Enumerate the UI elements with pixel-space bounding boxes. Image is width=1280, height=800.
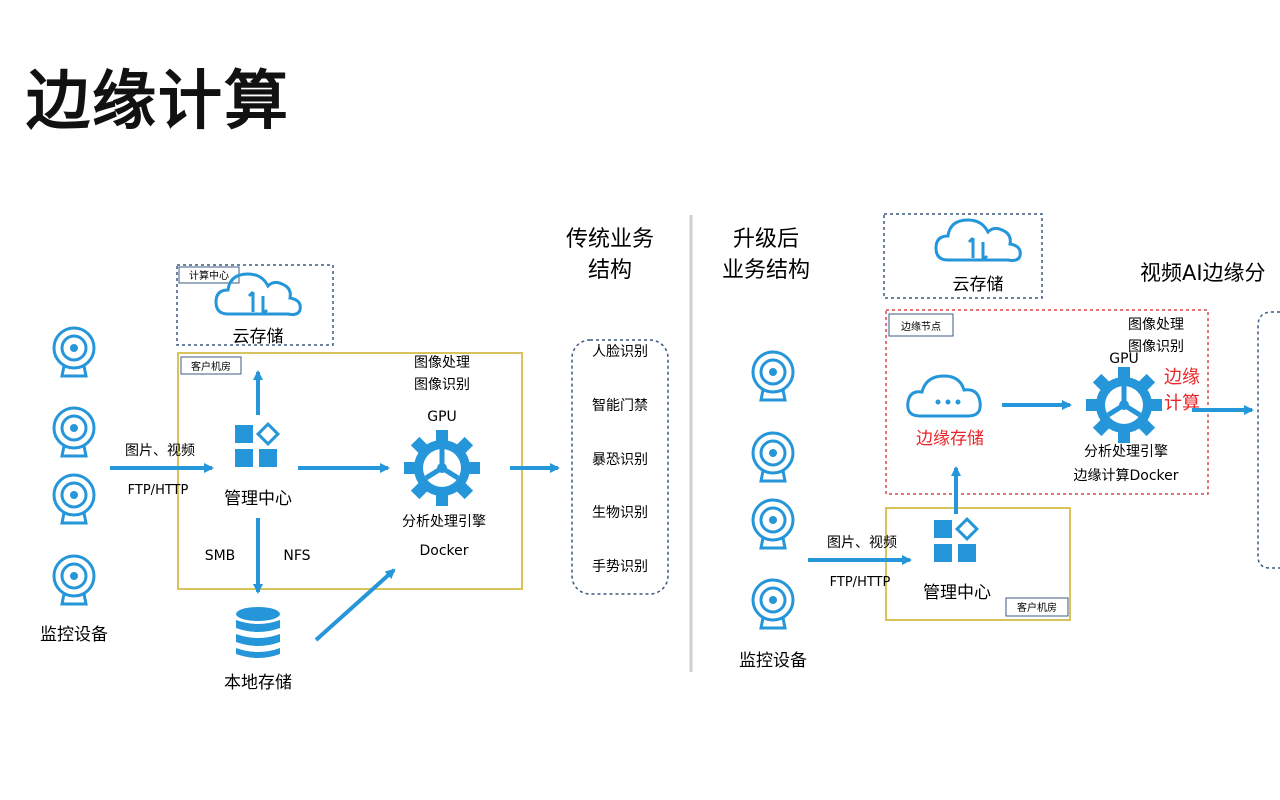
client-room-box — [177, 352, 523, 590]
image-recognition-label: 图像识别 — [414, 377, 470, 393]
upgraded-structure-title: 升级后 — [733, 227, 799, 252]
edge-compute-label-2: 计算 — [1164, 393, 1200, 414]
local-storage-label: 本地存储 — [224, 673, 292, 693]
image-processing-label: 图像处理 — [1128, 317, 1184, 333]
monitoring-devices-label: 监控设备 — [40, 625, 108, 645]
services-box — [571, 339, 669, 595]
traditional-structure-title-2: 结构 — [588, 258, 632, 283]
cloud-storage-label: 云存储 — [953, 275, 1004, 295]
cloud-icon — [934, 218, 1022, 262]
edge-node-label: 边缘节点 — [901, 320, 941, 333]
compute-center-box — [176, 264, 334, 346]
webcam-icon — [52, 406, 96, 458]
webcam-icon — [751, 498, 795, 550]
storage-to-engine-arrow — [314, 568, 396, 642]
service-item: 手势识别 — [592, 559, 648, 575]
image-processing-label: 图像处理 — [414, 355, 470, 371]
upgraded-structure-title-2: 业务结构 — [722, 258, 810, 283]
management-center-icon — [932, 517, 979, 564]
video-ai-title: 视频AI边缘分 — [1140, 261, 1266, 285]
compute-center-label: 计算中心 — [189, 269, 229, 282]
traditional-structure-title: 传统业务 — [566, 227, 654, 252]
edge-storage-label: 边缘存储 — [916, 429, 984, 449]
edge-storage-icon — [906, 374, 982, 418]
service-item: 人脸识别 — [592, 344, 648, 360]
gpu-label: GPU — [1109, 351, 1139, 367]
cloud-storage-box — [883, 213, 1043, 299]
webcam-icon — [751, 350, 795, 402]
edge-node-box — [885, 309, 1209, 495]
smb-label: SMB — [205, 548, 236, 564]
cloud-storage-label: 云存储 — [233, 327, 284, 347]
management-center-icon — [233, 422, 280, 469]
engine-label: 分析处理引擎 — [402, 514, 486, 530]
gear-icon — [404, 430, 480, 506]
webcam-icon — [52, 554, 96, 606]
docker-label: Docker — [419, 543, 468, 559]
webcam-icon — [751, 578, 795, 630]
input-media-label: 图片、视频 — [827, 535, 897, 551]
webcam-icon — [52, 326, 96, 378]
input-protocol-label: FTP/HTTP — [128, 483, 189, 498]
database-icon — [236, 607, 280, 658]
edge-node-tag — [888, 313, 954, 337]
input-media-label: 图片、视频 — [125, 443, 195, 459]
service-item: 暴恐识别 — [592, 452, 648, 468]
gpu-label: GPU — [427, 409, 457, 425]
edge-compute-label: 边缘 — [1164, 367, 1200, 388]
client-room-label: 客户机房 — [1017, 601, 1057, 614]
monitoring-devices-label: 监控设备 — [739, 651, 807, 671]
management-center-label: 管理中心 — [224, 489, 292, 509]
services-box-partial — [1257, 311, 1280, 569]
nfs-label: NFS — [283, 548, 310, 564]
gear-icon — [1086, 367, 1162, 443]
engine-label: 分析处理引擎 — [1084, 444, 1168, 460]
webcam-icon — [751, 431, 795, 483]
image-recognition-label: 图像识别 — [1128, 339, 1184, 355]
client-room-tag — [1005, 597, 1069, 617]
page-title: 边缘计算 — [26, 65, 290, 139]
service-item: 智能门禁 — [592, 398, 648, 414]
service-item: 生物识别 — [592, 505, 648, 521]
webcam-icon — [52, 473, 96, 525]
management-center-label: 管理中心 — [923, 583, 991, 603]
input-protocol-label: FTP/HTTP — [830, 575, 891, 590]
client-room-box — [885, 507, 1071, 621]
edge-docker-label: 边缘计算Docker — [1073, 468, 1178, 484]
client-room-tag — [180, 356, 242, 375]
client-room-label: 客户机房 — [191, 360, 231, 373]
